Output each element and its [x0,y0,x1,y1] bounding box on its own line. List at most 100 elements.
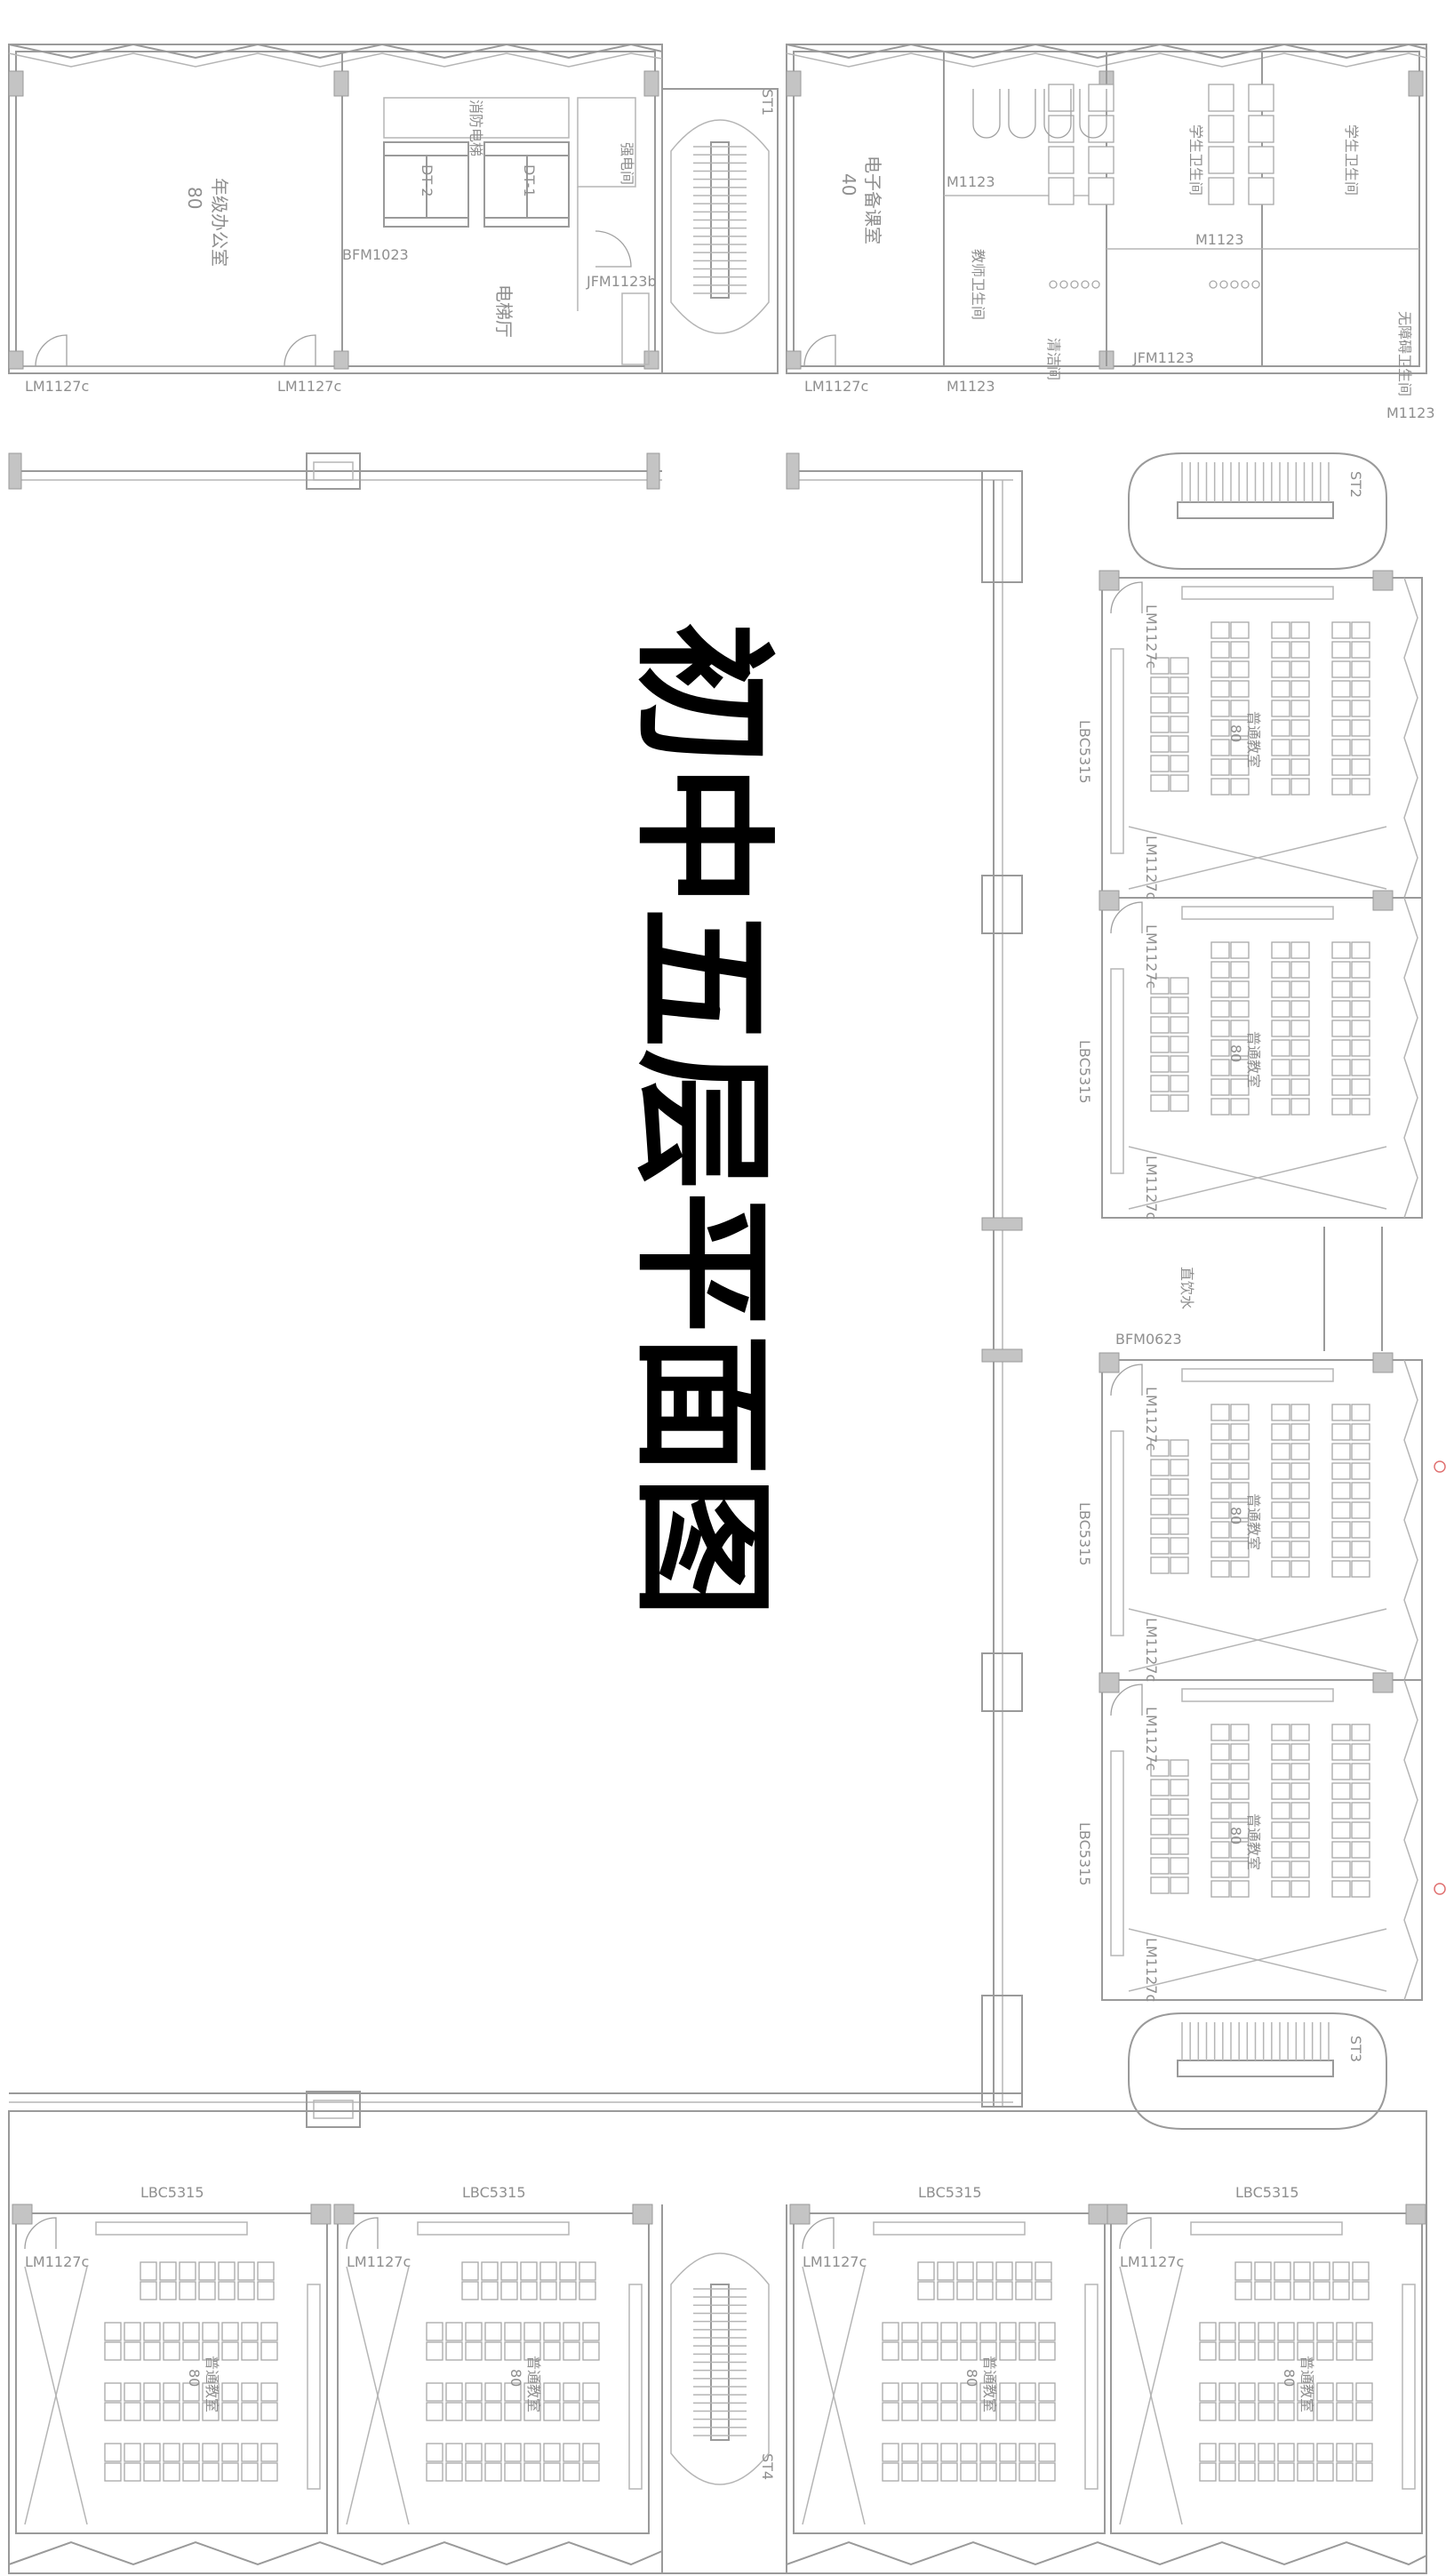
desk [1150,1556,1170,1574]
desk [1230,1560,1250,1578]
window-tag-lbc5315: LBC5315 [1076,1822,1093,1886]
desk [1035,2261,1052,2281]
classroom-wall [15,2212,328,2534]
desk [143,2341,161,2361]
desk [163,2443,180,2462]
desk [1331,1059,1351,1076]
desk [999,2341,1017,2361]
room-label-grade-office: 年级办公室 [209,178,230,267]
desk [465,2402,483,2421]
desk [1210,1802,1230,1820]
desk [104,2322,122,2341]
desk [1351,1763,1370,1780]
desk [241,2462,259,2482]
door-tag-lm1127c: LM1127c [1143,1618,1160,1682]
desk [563,2322,580,2341]
column [12,2204,33,2225]
desk [504,2341,522,2361]
desk [582,2322,600,2341]
desk [1210,980,1230,998]
desk [1351,1521,1370,1539]
desk [1290,660,1310,678]
desk [1199,2341,1217,2361]
wc-stall [1208,115,1234,143]
stair-tag-st3: ST3 [1347,2036,1364,2062]
desk [1351,1860,1370,1878]
desk [1271,1482,1290,1500]
desk [582,2402,600,2421]
desk [1271,1743,1290,1761]
desk [1351,1098,1370,1116]
classroom-door [1119,2217,1152,2250]
desk [1210,1521,1230,1539]
desk [1313,2261,1330,2281]
bottom-block [8,2110,1427,2574]
wc-stall [1088,146,1114,174]
desk [921,2402,939,2421]
desk [1271,680,1290,698]
desk [1230,1482,1250,1500]
desk [124,2322,141,2341]
desk [1290,1860,1310,1878]
desk [921,2462,939,2482]
desk [1230,758,1250,776]
desk [1210,680,1230,698]
desk [1293,2261,1311,2281]
desk [426,2322,443,2341]
desk [1313,2281,1330,2300]
desk [1150,1876,1170,1894]
desk [1210,941,1230,959]
desk [940,2402,958,2421]
desk [1351,980,1370,998]
desk [979,2402,997,2421]
desk [445,2322,463,2341]
desk [484,2443,502,2462]
desk [543,2322,561,2341]
desk [484,2382,502,2402]
desk [1271,739,1290,756]
desk [202,2402,220,2421]
desk [1150,735,1170,753]
desk [124,2382,141,2402]
desk [1230,1763,1250,1780]
desk [1210,1880,1230,1898]
door-tag-lm1127c-2: LM1127c [277,378,341,395]
desk [1351,961,1370,979]
column [1372,890,1394,911]
room-label-classroom: 普通教室 [981,2356,998,2412]
desk [1351,1560,1370,1578]
podium-line [24,2266,88,2525]
desk [1210,621,1230,639]
desk [543,2382,561,2402]
desk [1150,1798,1170,1816]
desk [1210,1743,1230,1761]
room-label-classroom: 普通教室 [1298,2356,1315,2412]
column [1372,1672,1394,1693]
door-tag-lm1127c: LM1127c [1143,924,1160,988]
desk [921,2322,939,2341]
desk [1351,1724,1370,1741]
desk [445,2462,463,2482]
desk [1210,1000,1230,1018]
desk [1271,621,1290,639]
desk [484,2462,502,2482]
desk [1352,2261,1370,2281]
desk [1210,1078,1230,1096]
desk [1170,755,1189,772]
desk [1271,1078,1290,1096]
door-tag-jfm1123: JFM1123 [1132,349,1194,366]
desk [1150,1439,1170,1457]
desk [159,2281,177,2300]
desk [237,2281,255,2300]
door-tag-lm1127c-3: LM1127c [804,378,868,395]
desk [940,2462,958,2482]
urinal [1079,89,1107,139]
desk [1271,1841,1290,1859]
desk [104,2382,122,2402]
desk [960,2341,978,2361]
desk [979,2462,997,2482]
desk [198,2261,216,2281]
desk [956,2281,974,2300]
sink [1219,280,1228,289]
desk [1316,2382,1334,2402]
